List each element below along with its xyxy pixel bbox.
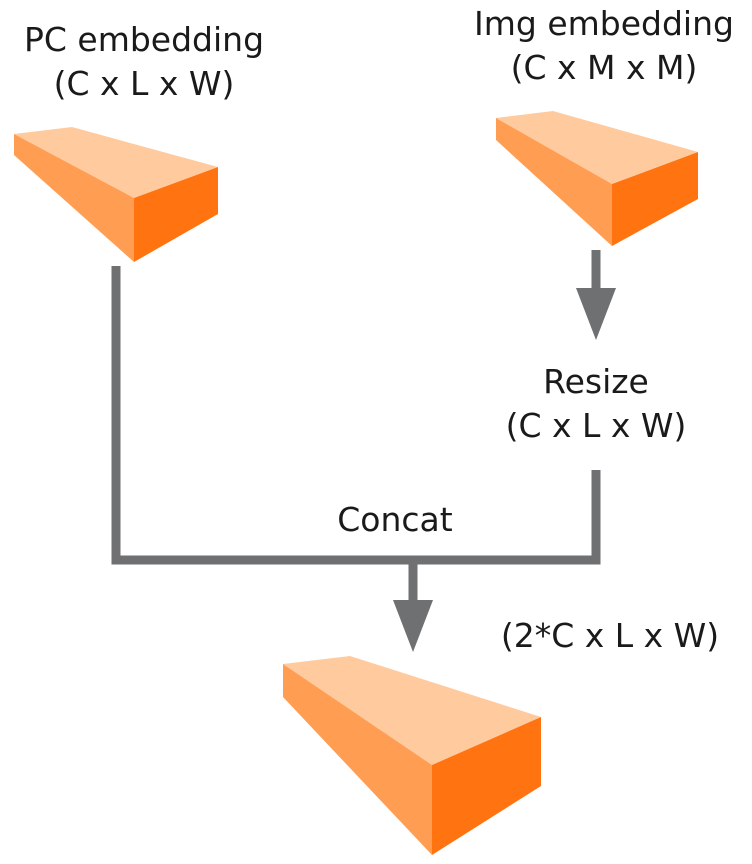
concat-to-output-arrowhead xyxy=(393,600,433,652)
pc-block-top-face xyxy=(14,127,218,198)
output-shape-label: (2*C x L x W) xyxy=(480,614,740,658)
output-block-side-face xyxy=(432,717,541,855)
output-block xyxy=(283,656,541,855)
pc-embedding-label: PC embedding (C x L x W) xyxy=(0,18,288,106)
pc-embedding-block xyxy=(14,127,218,262)
output-block-front-face xyxy=(283,664,432,855)
concat-title: Concat xyxy=(337,500,453,539)
pc-embedding-shape: (C x L x W) xyxy=(53,64,235,103)
img-embedding-block xyxy=(496,111,698,246)
output-shape: (2*C x L x W) xyxy=(500,616,720,655)
img-embedding-title: Img embedding xyxy=(474,4,734,43)
resize-label: Resize (C x L x W) xyxy=(476,360,716,448)
img-to-resize-arrowhead xyxy=(576,288,616,340)
pc-embedding-title: PC embedding xyxy=(23,20,265,59)
resize-title: Resize xyxy=(543,362,649,401)
pc-block-side-face xyxy=(134,167,218,262)
pc-to-concat-line xyxy=(111,266,601,565)
output-block-top-face xyxy=(283,656,541,765)
img-block-top-face xyxy=(496,111,698,184)
img-embedding-label: Img embedding (C x M x M) xyxy=(456,2,752,90)
resize-shape: (C x L x W) xyxy=(505,406,687,445)
pc-block-front-face xyxy=(14,134,134,262)
connectors xyxy=(111,250,601,606)
img-embedding-shape: (C x M x M) xyxy=(510,48,698,87)
img-block-side-face xyxy=(612,152,698,246)
concat-label: Concat xyxy=(300,498,490,542)
img-block-front-face xyxy=(496,118,612,246)
